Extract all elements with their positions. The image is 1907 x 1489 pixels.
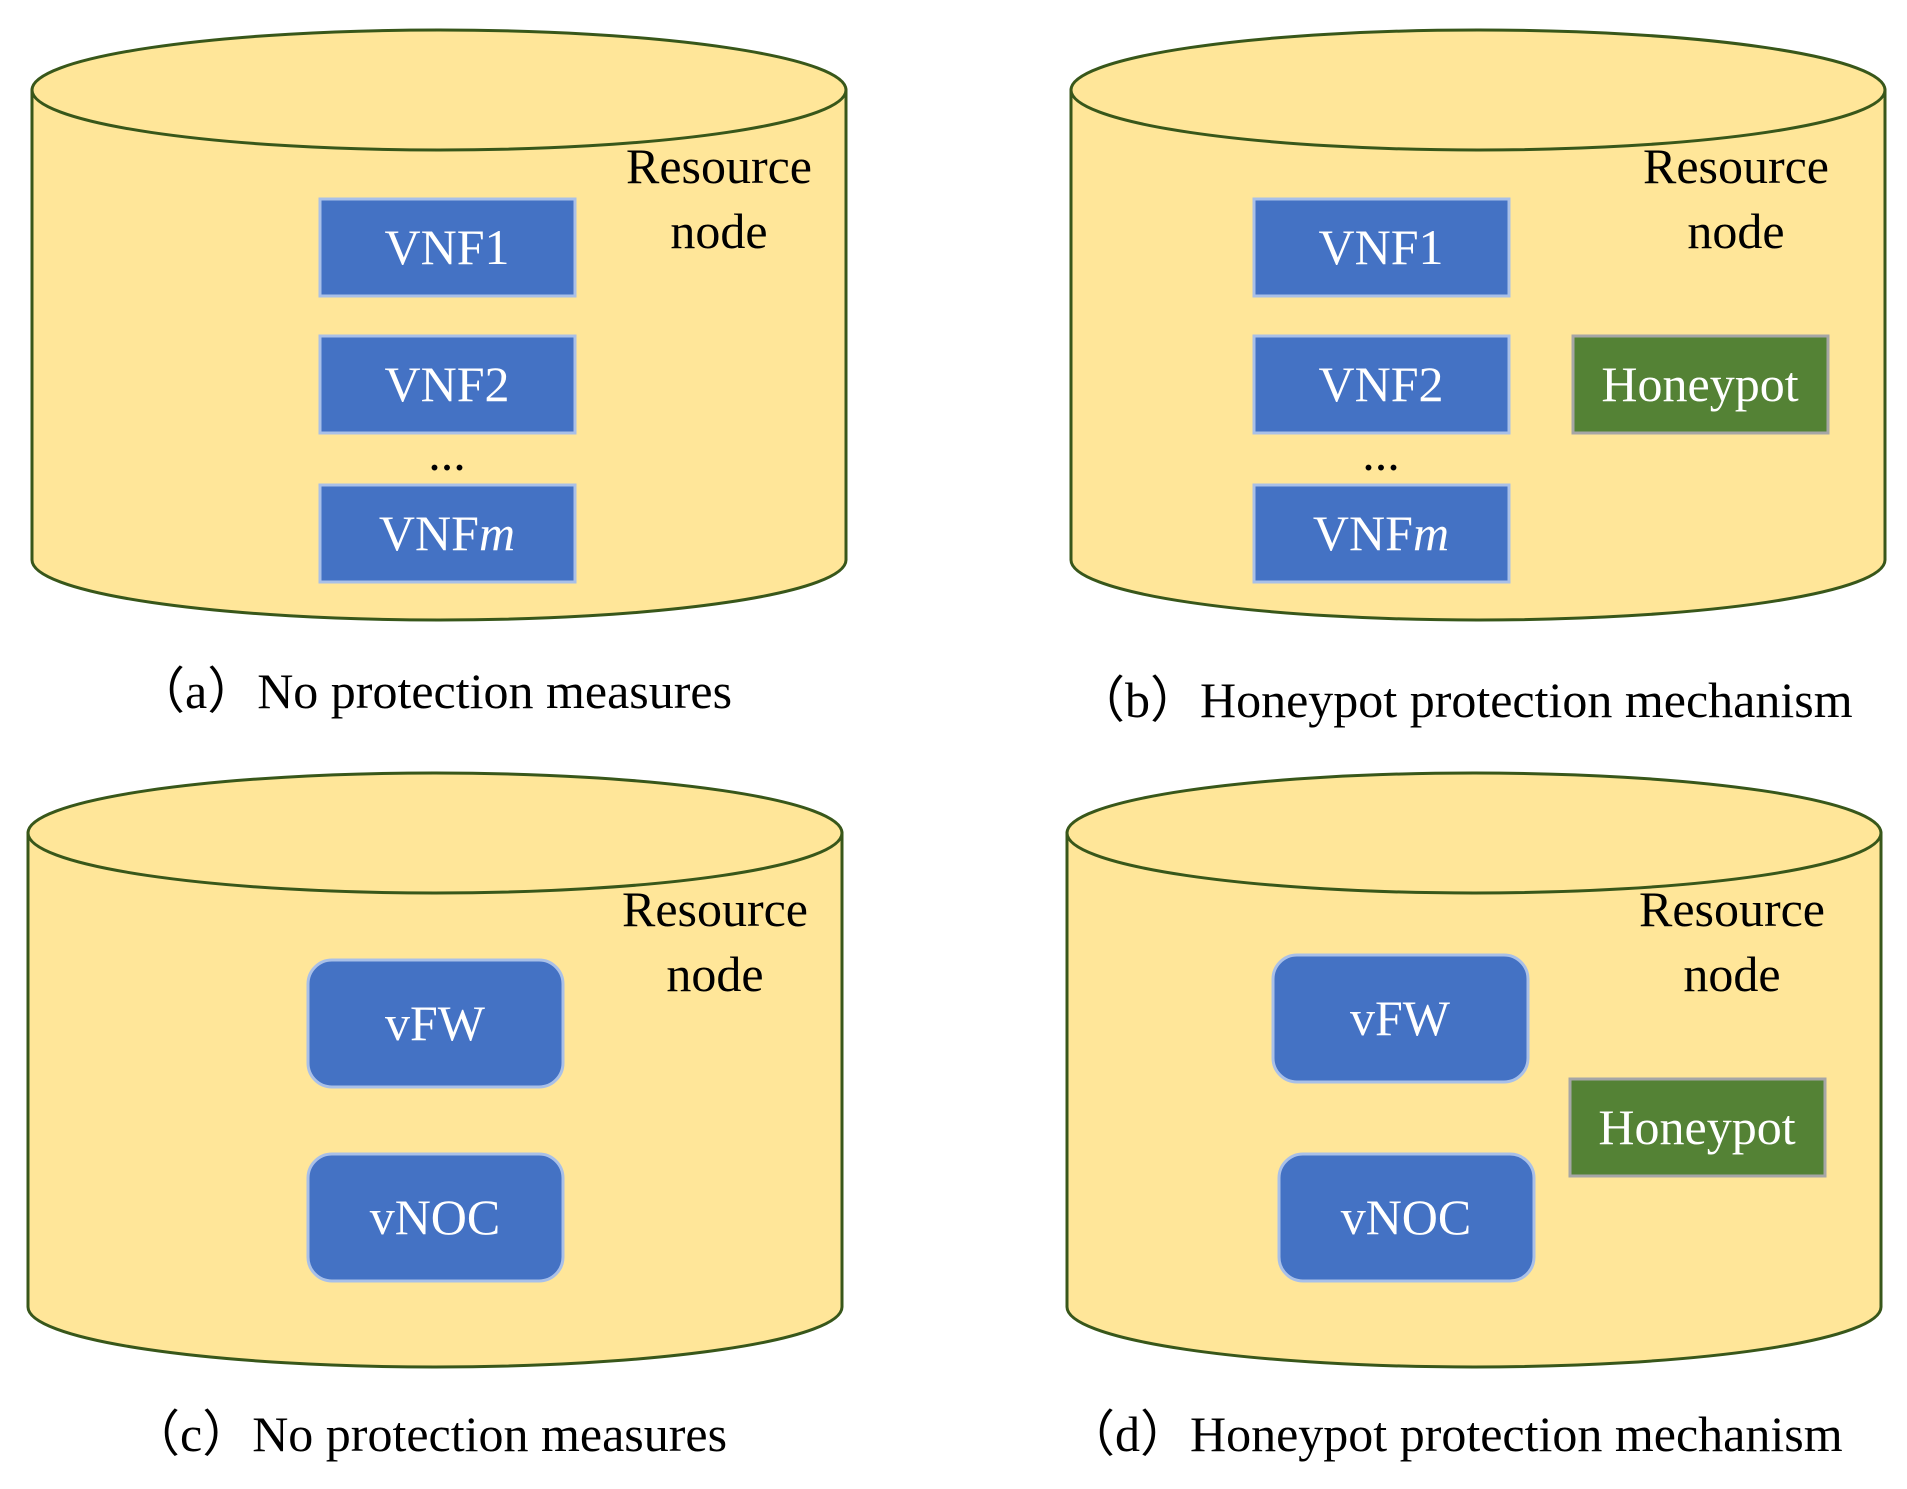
vnoc-box-d: vNOC <box>1277 1152 1536 1283</box>
vnfm-prefix-a: VNF <box>379 505 479 561</box>
vnf1-box-a: VNF1 <box>318 197 577 298</box>
cylinder-d <box>1065 771 1883 1369</box>
honeypot-box-d: Honeypot <box>1568 1077 1827 1178</box>
resource-node-label-b-line1: Resource <box>1643 138 1829 194</box>
vnfm-label-b: VNFm <box>1313 505 1449 561</box>
cylinder-d-body <box>1065 831 1883 1369</box>
vnfm-box-a: VNFm <box>318 483 577 584</box>
resource-node-label-c-line2: node <box>666 946 763 1002</box>
cylinder-d-top <box>1065 771 1883 895</box>
caption-d: （d）Honeypot protection mechanism <box>1065 1406 1843 1462</box>
honeypot-label-b: Honeypot <box>1601 356 1798 412</box>
vnf2-box-b: VNF2 <box>1252 334 1511 435</box>
vnf1-label-a: VNF1 <box>384 219 509 275</box>
vnfm-suffix-b: m <box>1413 505 1449 561</box>
panel-a: Resource node VNF1 VNF2 ... VNFm （a）No p… <box>30 28 848 719</box>
vnfm-label-a: VNFm <box>379 505 515 561</box>
vfw-box-c: vFW <box>306 958 565 1089</box>
vfw-label-c: vFW <box>385 995 486 1051</box>
cylinder-a-top <box>30 28 848 152</box>
cylinder-c-body <box>26 831 844 1369</box>
vnfm-prefix-b: VNF <box>1313 505 1413 561</box>
vnf2-label-b: VNF2 <box>1318 356 1443 412</box>
caption-c: （c）No protection measures <box>130 1406 727 1462</box>
vnoc-box-c: vNOC <box>306 1152 565 1283</box>
panel-b: Resource node VNF1 VNF2 ... VNFm Honeypo… <box>1069 28 1887 728</box>
resource-node-label-d-line1: Resource <box>1639 881 1825 937</box>
cylinder-c <box>26 771 844 1369</box>
vnf2-label-a: VNF2 <box>384 356 509 412</box>
vnoc-label-d: vNOC <box>1341 1189 1472 1245</box>
cylinder-b-top <box>1069 28 1887 152</box>
vnf1-label-b: VNF1 <box>1318 219 1443 275</box>
panel-d: Resource node vFW vNOC Honeypot （d）Honey… <box>1065 771 1883 1462</box>
honeypot-box-b: Honeypot <box>1571 334 1830 435</box>
caption-b: （b）Honeypot protection mechanism <box>1075 672 1853 728</box>
ellipsis-a: ... <box>428 425 466 481</box>
resource-node-label-d-line2: node <box>1683 946 1780 1002</box>
vnoc-label-c: vNOC <box>370 1189 501 1245</box>
vnfm-suffix-a: m <box>479 505 515 561</box>
vnfm-box-b: VNFm <box>1252 483 1511 584</box>
vnf2-box-a: VNF2 <box>318 334 577 435</box>
resource-node-label-b-line2: node <box>1687 203 1784 259</box>
caption-a: （a）No protection measures <box>135 663 732 719</box>
vnf1-box-b: VNF1 <box>1252 197 1511 298</box>
vfw-box-d: vFW <box>1271 953 1530 1084</box>
cylinder-c-top <box>26 771 844 895</box>
resource-node-label-a-line1: Resource <box>626 138 812 194</box>
panel-c: Resource node vFW vNOC （c）No protection … <box>26 771 844 1462</box>
honeypot-label-d: Honeypot <box>1598 1099 1795 1155</box>
ellipsis-b: ... <box>1362 425 1400 481</box>
vfw-label-d: vFW <box>1350 990 1451 1046</box>
resource-node-label-a-line2: node <box>670 203 767 259</box>
resource-node-label-c-line1: Resource <box>622 881 808 937</box>
